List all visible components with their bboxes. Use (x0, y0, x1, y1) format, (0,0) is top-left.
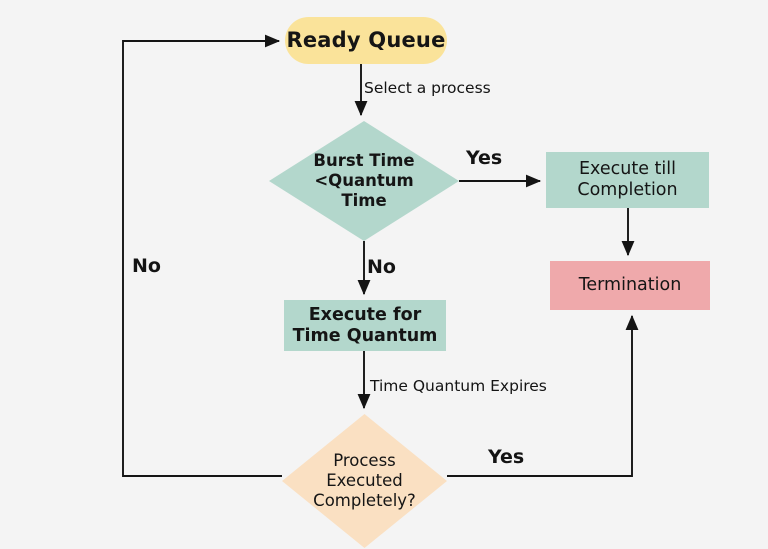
node-process-executed-decision-label: Process Executed Completely? (313, 451, 416, 510)
edge-label-no-burst-check: No (367, 256, 396, 278)
node-process-executed-decision[interactable]: Process Executed Completely? (282, 414, 447, 548)
edge-label-yes-process-executed: Yes (488, 446, 525, 468)
edge-label-select-a-process: Select a process (364, 79, 491, 97)
node-ready-queue[interactable]: Ready Queue (285, 17, 447, 64)
edge-process-executed-yes-to-termination (447, 314, 639, 477)
node-execute-till-completion[interactable]: Execute till Completion (546, 152, 709, 208)
node-execute-for-time-quantum[interactable]: Execute for Time Quantum (284, 300, 446, 351)
edge-label-yes-burst-check: Yes (466, 147, 503, 169)
node-termination[interactable]: Termination (550, 261, 710, 310)
diamond-shape-burst-check (269, 121, 459, 241)
edge-label-no-process-executed: No (132, 255, 161, 277)
edge-label-time-quantum-expires: Time Quantum Expires (370, 377, 547, 395)
node-burst-time-decision-label: Burst Time <Quantum Time (313, 151, 415, 210)
node-burst-time-decision[interactable]: Burst Time <Quantum Time (269, 121, 459, 241)
edge-process-executed-no-to-ready-queue (122, 34, 282, 477)
diamond-shape-process-executed (282, 414, 447, 548)
